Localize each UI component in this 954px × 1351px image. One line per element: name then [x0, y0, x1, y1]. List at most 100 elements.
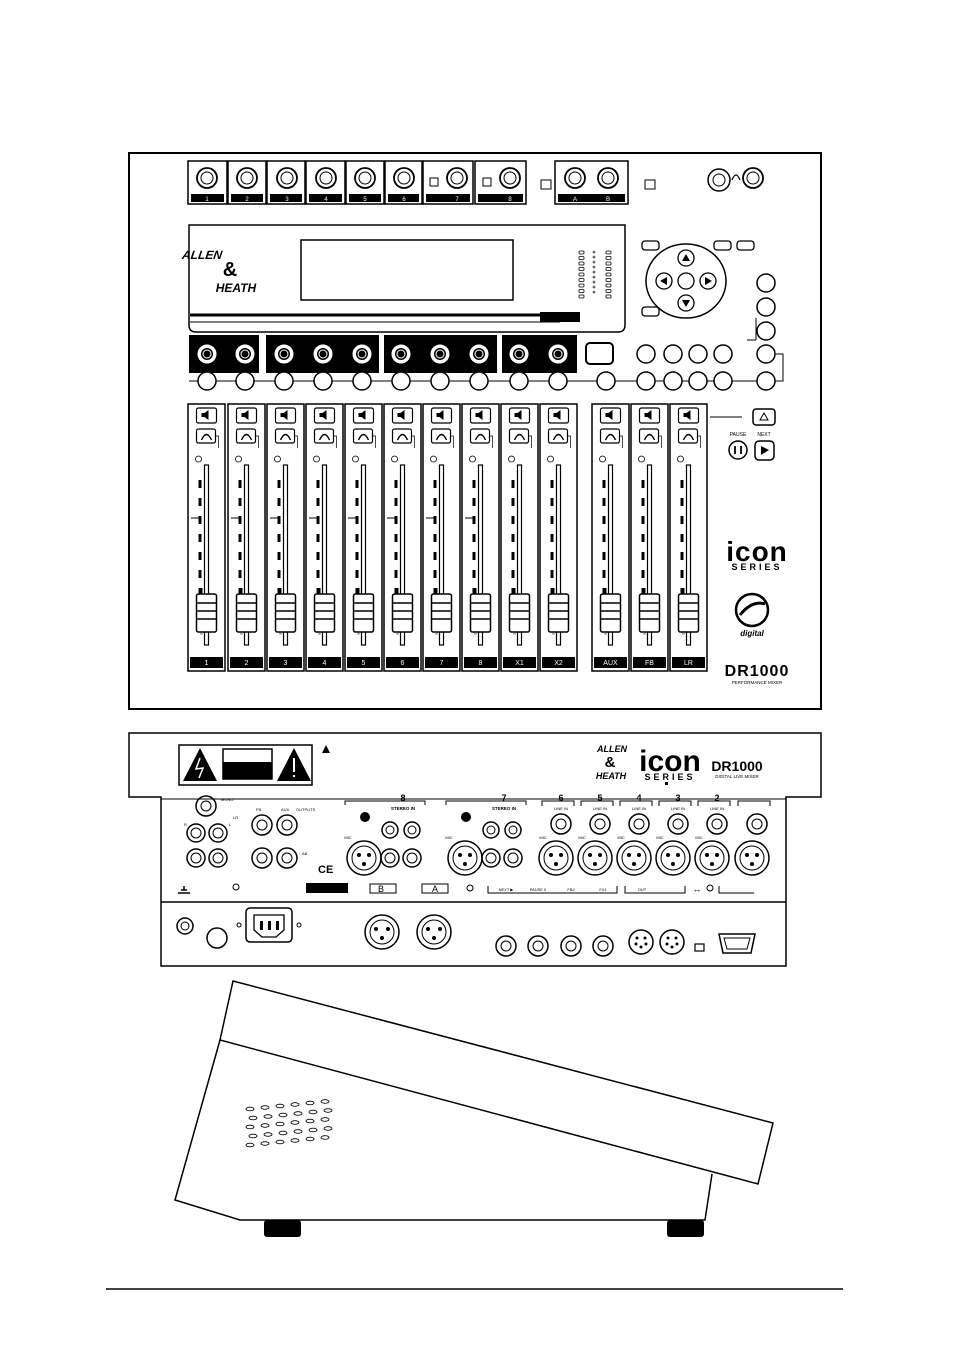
- center-enter-button[interactable]: [677, 272, 695, 290]
- function-button-bottom-4[interactable]: [713, 371, 733, 391]
- mute-button[interactable]: [469, 407, 492, 424]
- footswitch-next-jack[interactable]: [495, 935, 517, 957]
- gain-knob-5[interactable]: [354, 167, 376, 189]
- return-knob-B[interactable]: [597, 167, 619, 189]
- pfl-button[interactable]: [313, 428, 335, 444]
- xlr-mic-input[interactable]: [538, 840, 574, 876]
- pfl-button[interactable]: [430, 428, 452, 444]
- xlr-mic-input[interactable]: [655, 840, 691, 876]
- trim-knob[interactable]: [360, 812, 370, 822]
- function-button-bottom-1[interactable]: [636, 371, 656, 391]
- select-button-7[interactable]: [430, 371, 450, 391]
- line-input-jack[interactable]: [706, 813, 728, 835]
- lr-output-r-top[interactable]: [186, 823, 206, 843]
- gain-knob-8[interactable]: [499, 167, 521, 189]
- select-button-3[interactable]: [274, 371, 294, 391]
- mono-output-jack[interactable]: [195, 795, 217, 817]
- xlr-mic-input[interactable]: [577, 840, 613, 876]
- footswitch-fx1-jack[interactable]: [592, 935, 614, 957]
- pfl-button[interactable]: [274, 428, 296, 444]
- pfl-button[interactable]: [638, 428, 660, 444]
- display-select-button[interactable]: [585, 342, 614, 365]
- mute-button[interactable]: [352, 407, 375, 424]
- gain-knob-4[interactable]: [315, 167, 337, 189]
- mute-button[interactable]: [235, 407, 258, 424]
- pfl-button[interactable]: [352, 428, 374, 444]
- mute-button[interactable]: [391, 407, 414, 424]
- pfl-button[interactable]: [469, 428, 491, 444]
- gain-knob-7[interactable]: [446, 167, 468, 189]
- fader-cap[interactable]: [508, 593, 531, 633]
- line-in-r-top[interactable]: [381, 821, 399, 839]
- function-button-bottom-5[interactable]: [756, 371, 776, 391]
- pad-switch-8[interactable]: [482, 177, 492, 187]
- fuse-holder[interactable]: [176, 917, 194, 935]
- eject-button[interactable]: [752, 408, 776, 426]
- fader-cap[interactable]: [274, 593, 297, 633]
- select-button-9[interactable]: [509, 371, 529, 391]
- xlr-mic-input[interactable]: [616, 840, 652, 876]
- pfl-button[interactable]: [677, 428, 699, 444]
- function-button-top-4[interactable]: [713, 344, 733, 364]
- next-button[interactable]: [754, 440, 775, 461]
- nav-button-1[interactable]: [641, 240, 660, 251]
- lr-output-r-bottom[interactable]: [186, 848, 206, 868]
- mute-button[interactable]: [274, 407, 297, 424]
- fader-cap[interactable]: [352, 593, 375, 633]
- lr-output-l-bottom[interactable]: [208, 848, 228, 868]
- select-button-11[interactable]: [596, 371, 616, 391]
- fader-cap[interactable]: [638, 593, 661, 633]
- line-input-jack[interactable]: [667, 813, 689, 835]
- select-button-2[interactable]: [235, 371, 255, 391]
- line-in-r-bottom[interactable]: [380, 848, 400, 868]
- select-button-8[interactable]: [469, 371, 489, 391]
- select-button-6[interactable]: [391, 371, 411, 391]
- side-button-1[interactable]: [756, 273, 776, 293]
- fader-cap[interactable]: [547, 593, 570, 633]
- serial-port[interactable]: [718, 933, 756, 954]
- pad-switch-7[interactable]: [429, 177, 439, 187]
- pfl-button[interactable]: [391, 428, 413, 444]
- mute-button[interactable]: [638, 407, 661, 424]
- pause-button[interactable]: [728, 440, 748, 460]
- footswitch-fb2-jack[interactable]: [560, 935, 582, 957]
- pfl-button[interactable]: [195, 428, 217, 444]
- return-knob-A[interactable]: [564, 167, 586, 189]
- midi-out-connector[interactable]: [628, 929, 654, 955]
- fader-cap[interactable]: [469, 593, 492, 633]
- mute-button[interactable]: [547, 407, 570, 424]
- line-in-l-bottom[interactable]: [402, 848, 422, 868]
- line-input-jack[interactable]: [550, 813, 572, 835]
- midi-in-connector[interactable]: [659, 929, 685, 955]
- line-in-l-top[interactable]: [403, 821, 421, 839]
- arrow-up-button[interactable]: [677, 249, 695, 267]
- line-in-r-top[interactable]: [482, 821, 500, 839]
- line-input-jack[interactable]: [589, 813, 611, 835]
- fader-cap[interactable]: [391, 593, 414, 633]
- mute-button[interactable]: [508, 407, 531, 424]
- fader-cap[interactable]: [235, 593, 258, 633]
- fader-cap[interactable]: [599, 593, 622, 633]
- function-button-bottom-2[interactable]: [663, 371, 683, 391]
- line-in-l-top[interactable]: [504, 821, 522, 839]
- arrow-left-button[interactable]: [655, 272, 673, 290]
- fader-cap[interactable]: [430, 593, 453, 633]
- select-button-1[interactable]: [197, 371, 217, 391]
- line-in-l-bottom[interactable]: [503, 848, 523, 868]
- xlr-mic-input[interactable]: [694, 840, 730, 876]
- mute-button[interactable]: [599, 407, 622, 424]
- pfl-button[interactable]: [235, 428, 257, 444]
- mute-button[interactable]: [677, 407, 700, 424]
- aux-output-jack[interactable]: [276, 814, 298, 836]
- arrow-right-button[interactable]: [699, 272, 717, 290]
- arrow-down-button[interactable]: [677, 294, 695, 312]
- side-button-2[interactable]: [756, 297, 776, 317]
- footswitch-pause-jack[interactable]: [527, 935, 549, 957]
- pfl-button[interactable]: [547, 428, 569, 444]
- pfl-button[interactable]: [508, 428, 530, 444]
- nav-button-4[interactable]: [641, 306, 660, 317]
- fader-cap[interactable]: [195, 593, 218, 633]
- function-button-top-5[interactable]: [756, 344, 776, 364]
- gain-knob-3[interactable]: [276, 167, 298, 189]
- pfl-button[interactable]: [599, 428, 621, 444]
